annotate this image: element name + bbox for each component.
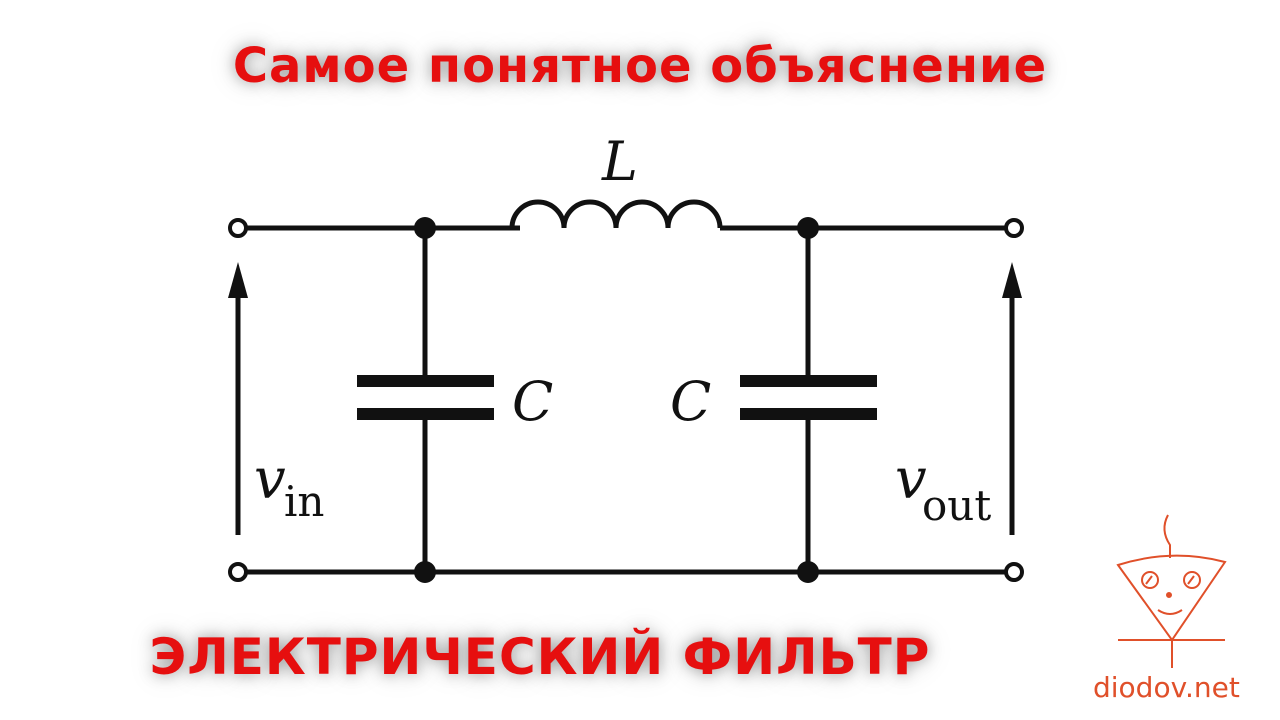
terminal-input-top	[228, 218, 248, 238]
capacitor-left-label: C	[512, 370, 553, 433]
arrow-input-head	[228, 262, 248, 298]
footer-title: ЭЛЕКТРИЧЕСКИЙ ФИЛЬТР	[149, 628, 931, 686]
capacitor-right-plate-bottom	[740, 408, 877, 420]
inductor-label: L	[601, 130, 638, 193]
output-voltage-subscript: out	[922, 481, 991, 530]
capacitor-left-plate-top	[357, 375, 494, 387]
capacitor-left-plate-bottom	[357, 408, 494, 420]
capacitor-right-label: C	[670, 370, 711, 433]
site-watermark: diodov.net	[1093, 671, 1240, 704]
terminal-output-bottom	[1004, 562, 1024, 582]
input-voltage-symbol: v	[254, 447, 286, 512]
terminal-input-bottom	[228, 562, 248, 582]
junction-dot-top-right	[797, 217, 819, 239]
capacitor-right-plate-top	[740, 375, 877, 387]
junction-dot-bottom-left	[414, 561, 436, 583]
junction-dot-bottom-right	[797, 561, 819, 583]
arrow-output-head	[1002, 262, 1022, 298]
terminal-output-top	[1004, 218, 1024, 238]
junction-dot-top-left	[414, 217, 436, 239]
inductor-coil	[509, 199, 723, 229]
output-voltage-symbol: v	[895, 447, 927, 512]
header-title: Самое понятное объяснение	[232, 38, 1048, 94]
diode-mascot-logo	[1116, 514, 1227, 668]
input-voltage-subscript: in	[284, 477, 324, 526]
